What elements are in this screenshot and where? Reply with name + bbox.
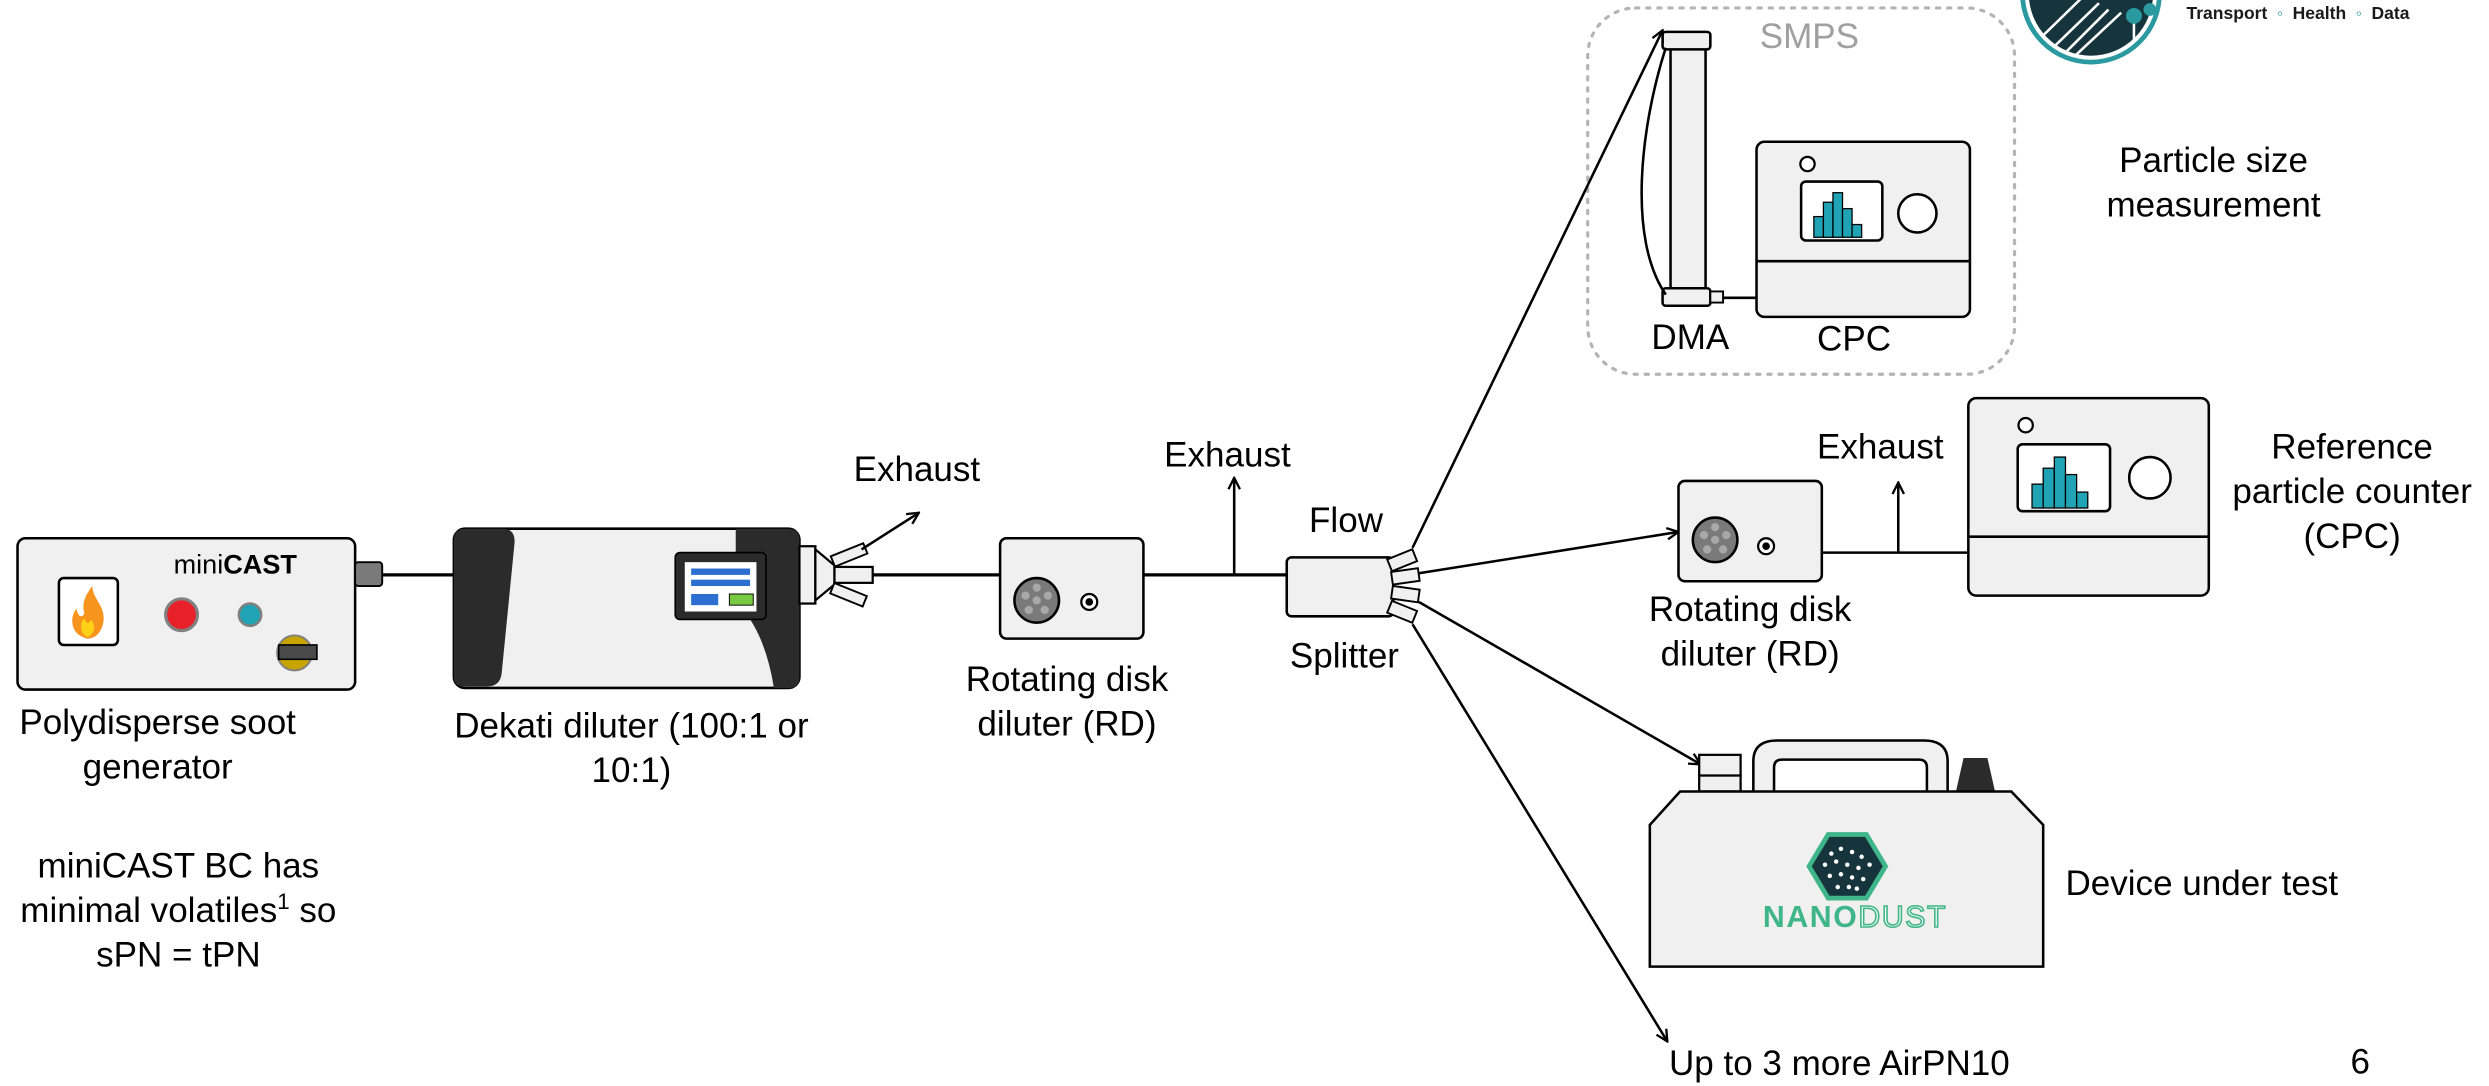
minicast-label: miniCAST [174, 549, 297, 581]
minicast-bold: CAST [223, 549, 297, 580]
smps-title: SMPS [1759, 15, 1860, 56]
rd-label-2: Rotating disk diluter (RD) [1623, 588, 1878, 678]
note-line-2-text: minimal volatiles [20, 890, 278, 931]
rd-1-line-2: diluter (RD) [977, 704, 1157, 744]
more-devices-label: Up to 3 more AirPN10 [1668, 1043, 2010, 1083]
rd-2-line-1: Rotating disk [1648, 589, 1852, 630]
smps-cpc-icon [1755, 140, 1972, 319]
dma-label: DMA [1651, 316, 1730, 357]
exhaust-label-1: Exhaust [853, 449, 981, 489]
soot-line-2: generator [82, 747, 233, 787]
brand-health: Health [2292, 4, 2347, 24]
dekati-diluter-icon [452, 527, 874, 690]
device-under-test-label: Device under test [2065, 863, 2339, 903]
dma-column-icon [1640, 30, 1757, 308]
reference-line-1: Reference [2271, 426, 2433, 467]
dekati-line-1: Dekati diluter (100:1 or [454, 705, 809, 746]
soot-line-1: Polydisperse soot [19, 702, 296, 743]
brand-transport: Transport [2186, 4, 2268, 24]
particle-size-line-2: measurement [2106, 184, 2321, 225]
note-line-2: minimal volatiles1 so [0, 889, 357, 934]
rotating-disk-diluter-icon [998, 536, 1145, 640]
bullet-icon: ◦ [2355, 4, 2362, 24]
particle-size-line-1: Particle size [2119, 140, 2309, 180]
minicast-note: miniCAST BC has minimal volatiles1 so sP… [0, 844, 357, 979]
smps-frame [1586, 6, 2017, 376]
reference-line-2: particle counter [2232, 471, 2472, 512]
splitter-icon [1285, 548, 1421, 625]
bullet-icon: ◦ [2276, 4, 2284, 24]
brand-tagline: Transport ◦ Health ◦ Data [2187, 5, 2410, 24]
nanodust-nano: NANO [1762, 901, 1859, 935]
note-line-3: sPN = tPN [96, 935, 261, 976]
soot-generator-label: Polydisperse soot generator [0, 701, 315, 791]
reference-line-3: (CPC) [2303, 516, 2401, 557]
minicast-generator-icon [16, 536, 384, 691]
reference-counter-label: Reference particle counter (CPC) [2218, 425, 2486, 560]
rd-2-line-2: diluter (RD) [1660, 634, 1840, 674]
brand-data: Data [2371, 4, 2410, 24]
note-line-2-end: so [289, 890, 337, 931]
exhaust-label-3: Exhaust [1817, 426, 1944, 467]
note-line-1: miniCAST BC has [37, 845, 320, 886]
flow-label: Flow [1309, 500, 1384, 540]
reference-cpc-icon [1967, 396, 2211, 597]
device-under-test-icon [1648, 739, 2045, 968]
exhaust-label-2: Exhaust [1164, 434, 1291, 475]
footnote-marker: 1 [277, 888, 290, 914]
rotating-disk-diluter-2-icon [1677, 479, 1824, 583]
minicast-prefix: mini [173, 549, 224, 580]
dekati-label: Dekati diluter (100:1 or 10:1) [428, 704, 834, 794]
logo-icon [2020, 0, 2162, 65]
dekati-line-2: 10:1) [591, 750, 672, 791]
particle-size-label: Particle size measurement [2070, 139, 2357, 229]
cpc-label: CPC [1817, 318, 1892, 359]
nanodust-logo-text: NANODUST [1763, 901, 1947, 936]
splitter-label: Splitter [1289, 635, 1399, 676]
rd-1-line-1: Rotating disk [965, 659, 1169, 700]
page-number: 6 [2350, 1041, 2371, 1082]
rd-label-1: Rotating disk diluter (RD) [940, 658, 1195, 748]
nanodust-dust: DUST [1858, 901, 1948, 936]
